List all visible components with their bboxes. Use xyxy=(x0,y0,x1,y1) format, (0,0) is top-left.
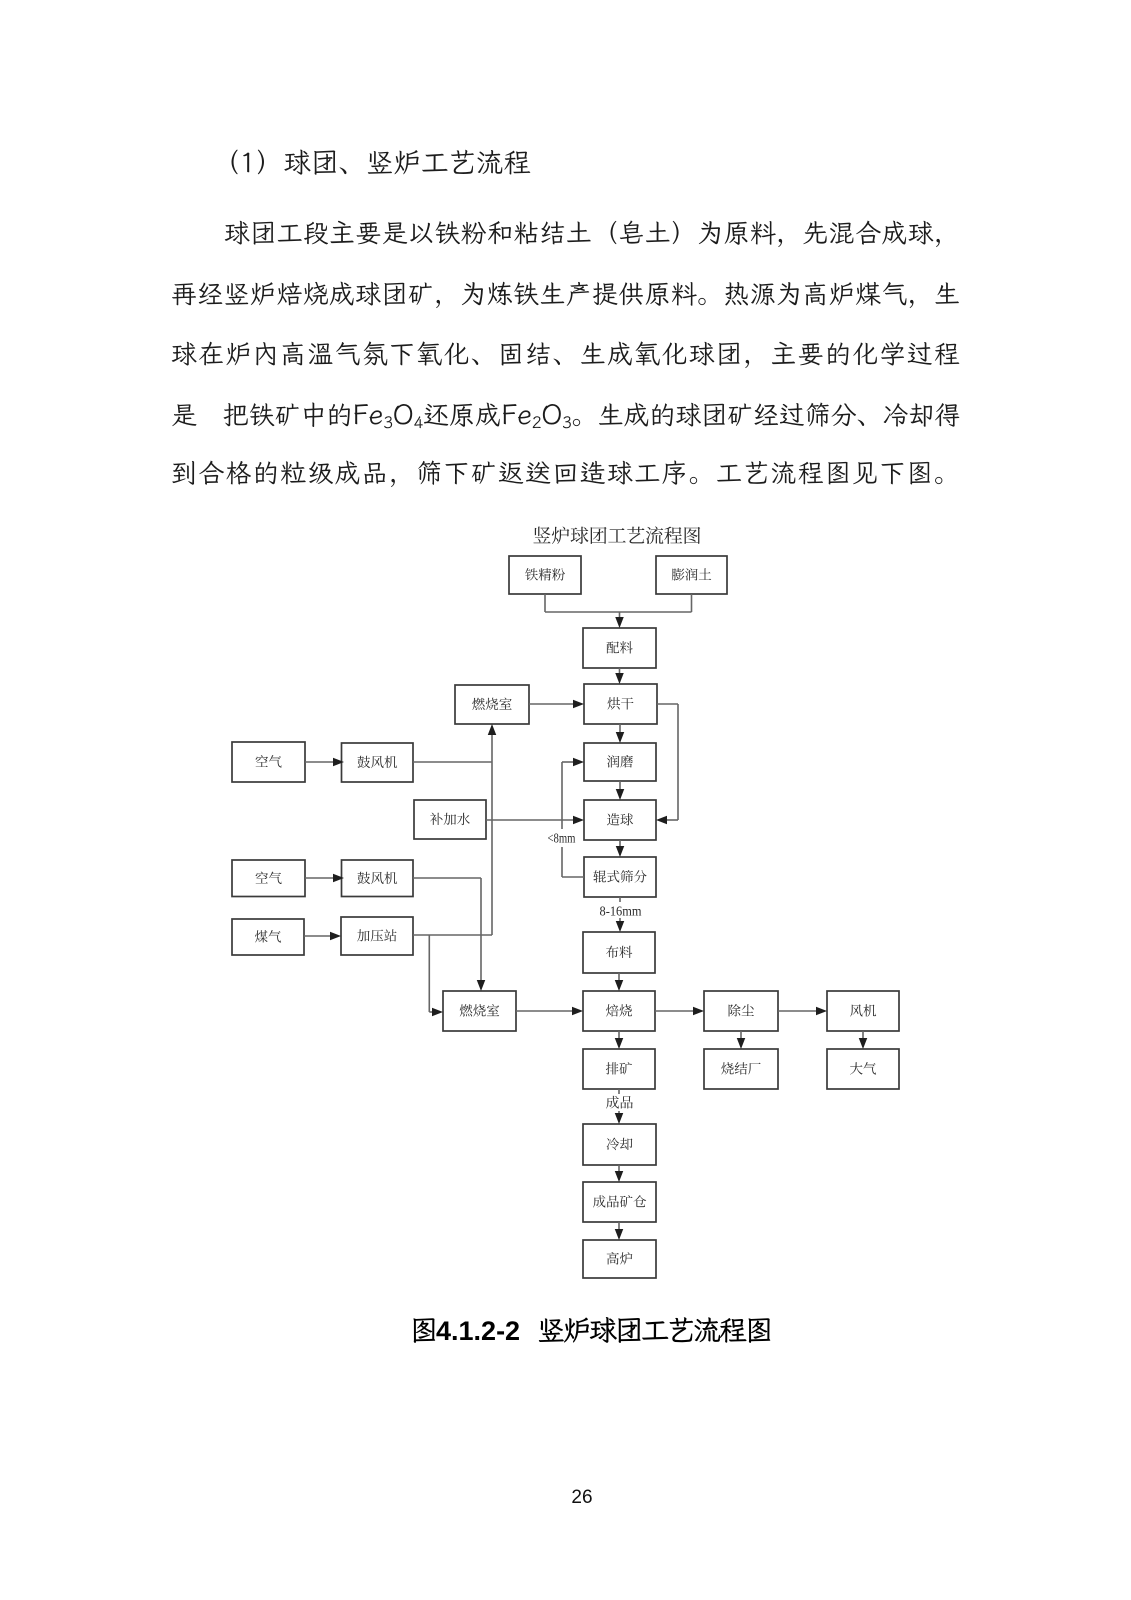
svg-text:<8mm: <8mm xyxy=(548,832,576,847)
svg-text:烘干: 烘干 xyxy=(607,693,634,713)
svg-text:风机: 风机 xyxy=(850,1000,878,1020)
svg-text:除尘: 除尘 xyxy=(728,1000,755,1020)
svg-text:鼓风机: 鼓风机 xyxy=(357,867,398,887)
svg-text:焙烧: 焙烧 xyxy=(606,1000,633,1020)
svg-text:高炉: 高炉 xyxy=(606,1248,633,1268)
svg-text:润磨: 润磨 xyxy=(607,751,634,771)
svg-text:冷却: 冷却 xyxy=(606,1133,633,1153)
svg-text:成品: 成品 xyxy=(606,1093,634,1113)
svg-text:烧结厂: 烧结厂 xyxy=(721,1058,762,1078)
svg-text:8-16mm: 8-16mm xyxy=(600,905,642,920)
svg-text:辊式筛分: 辊式筛分 xyxy=(593,866,647,886)
svg-text:排矿: 排矿 xyxy=(606,1058,634,1078)
svg-text:成品矿仓: 成品矿仓 xyxy=(593,1191,647,1211)
svg-text:空气: 空气 xyxy=(255,751,282,771)
svg-text:配料: 配料 xyxy=(606,637,634,657)
svg-text:膨润土: 膨润土 xyxy=(671,564,712,584)
svg-text:布料: 布料 xyxy=(606,941,634,961)
svg-text:大气: 大气 xyxy=(850,1058,878,1078)
svg-text:造球: 造球 xyxy=(607,809,635,829)
svg-text:燃烧室: 燃烧室 xyxy=(472,693,513,713)
svg-text:铁精粉: 铁精粉 xyxy=(525,564,566,584)
svg-text:加压站: 加压站 xyxy=(357,925,398,945)
svg-text:煤气: 煤气 xyxy=(255,926,282,946)
svg-text:补加水: 补加水 xyxy=(430,808,471,828)
svg-text:燃烧室: 燃烧室 xyxy=(459,1000,500,1020)
svg-text:竖炉球团工艺流程图: 竖炉球团工艺流程图 xyxy=(533,522,702,549)
svg-text:鼓风机: 鼓风机 xyxy=(357,751,398,771)
svg-text:空气: 空气 xyxy=(255,867,282,887)
